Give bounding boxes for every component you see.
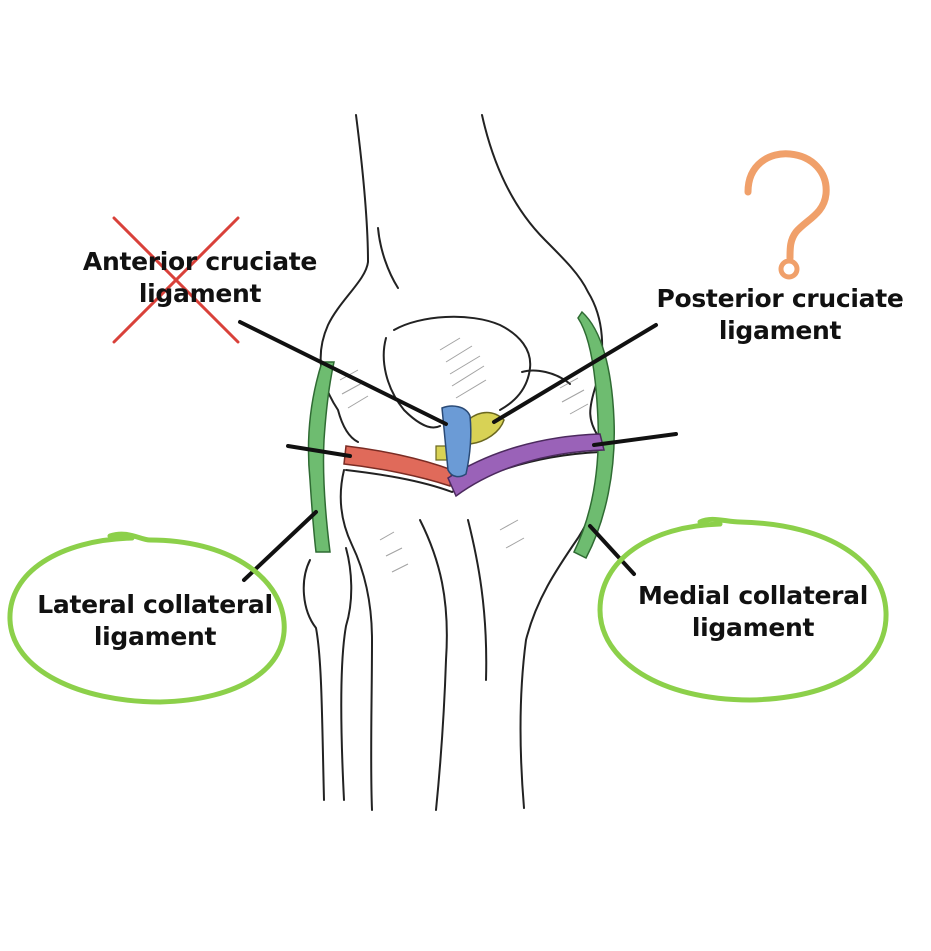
shading-femur-3 [559, 377, 589, 415]
intercondylar-notch-right [393, 315, 532, 411]
label-pcl-line1: Posterior cruciate [656, 284, 904, 313]
tibia-plateau [345, 451, 601, 493]
fibula-outline-inner [340, 547, 353, 801]
label-acl-line1: Anterior cruciate [82, 247, 318, 276]
tibia-outline-left [339, 469, 373, 811]
question-mark-icon [744, 150, 830, 262]
label-anterior-cruciate-ligament: Anterior cruciate ligament [80, 246, 320, 310]
label-mcl-line2: ligament [691, 613, 815, 642]
circle-highlight-icon [7, 531, 287, 705]
circle-highlight-icon-right [597, 516, 889, 703]
medial-meniscus [447, 433, 605, 498]
shading-femur [439, 337, 487, 399]
lateral-meniscus [343, 445, 453, 488]
intercondylar-notch [382, 337, 441, 429]
label-mcl-line1: Medial collateral [637, 581, 869, 610]
shading-tibia [379, 519, 525, 573]
label-medial-collateral-ligament: Medial collateral ligament [633, 580, 873, 644]
medial-meniscus-pointer [592, 432, 678, 447]
label-pcl-line2: ligament [718, 316, 842, 345]
label-lateral-collateral-ligament: Lateral collateral ligament [35, 589, 275, 653]
mcl-pointer [588, 524, 636, 576]
tibia-crest [419, 519, 448, 811]
acl-pointer [238, 320, 448, 426]
anterior-cruciate-ligament [441, 405, 472, 478]
lateral-collateral-ligament [307, 361, 335, 553]
pcl-pointer [492, 323, 658, 424]
femur-outline-medial [481, 114, 604, 437]
label-lcl-line1: Lateral collateral [37, 590, 273, 619]
x-mark-icon [112, 216, 240, 344]
tibia-outline-right [519, 451, 602, 809]
medial-collateral-ligament [573, 310, 616, 559]
label-lcl-line2: ligament [93, 622, 217, 651]
femur-outline [319, 114, 369, 443]
lateral-meniscus-pointer [286, 444, 352, 458]
femur-condyle-inner [377, 227, 399, 289]
label-acl-line2: ligament [138, 279, 262, 308]
label-posterior-cruciate-ligament: Posterior cruciate ligament [655, 283, 905, 347]
lcl-pointer [242, 510, 318, 582]
tibia-crest-2 [467, 519, 488, 681]
fibula-outline [302, 559, 325, 801]
femur-condyle-medial-edge [521, 369, 571, 385]
question-mark-dot [778, 258, 800, 280]
